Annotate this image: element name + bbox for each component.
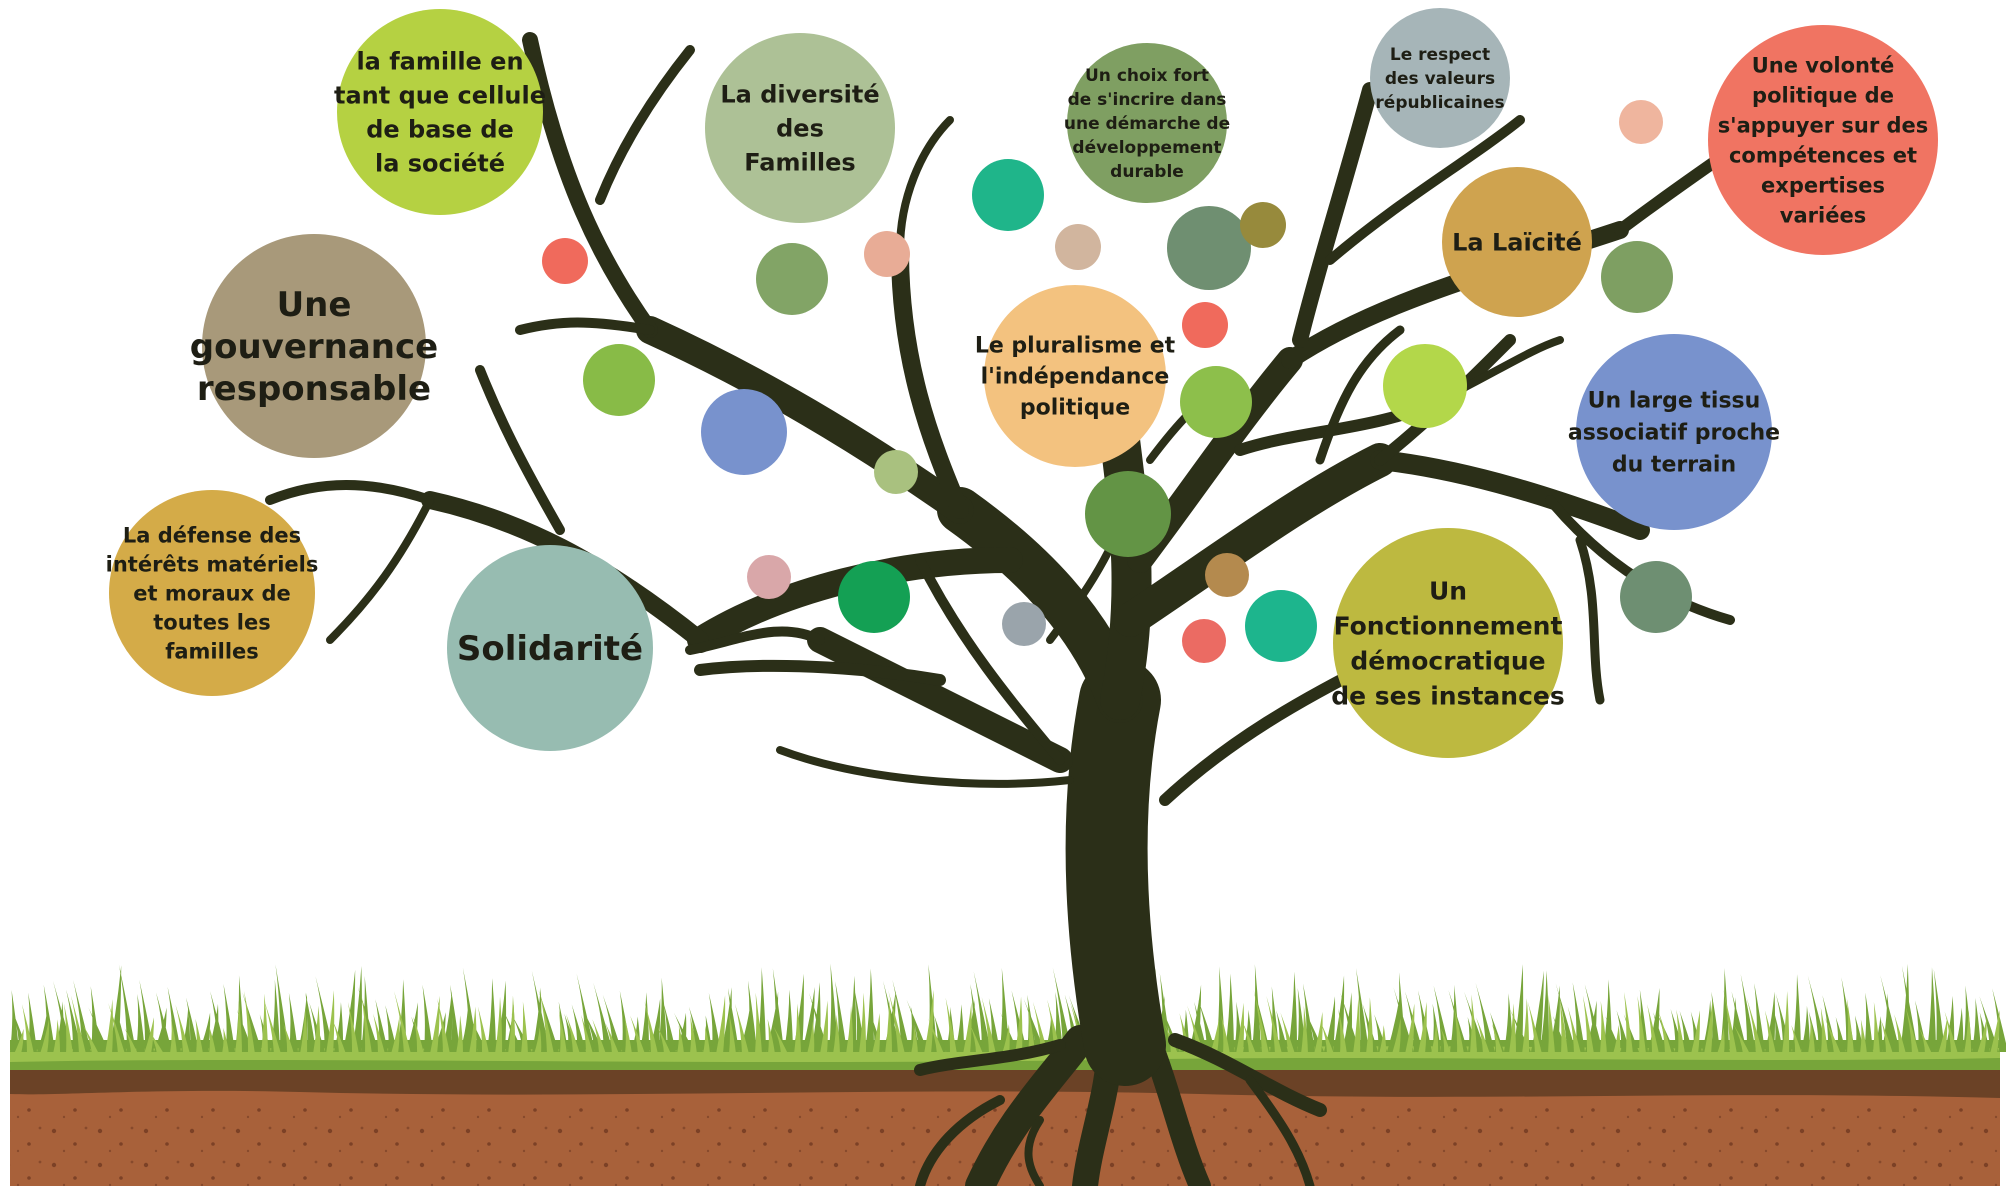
bubble-circle [1067,43,1227,203]
decor-dot [542,238,588,284]
bubble-label-line: Un choix fort [1085,66,1209,86]
bubble-label-line: Un large tissu [1588,389,1761,414]
bubble-label-line: expertises [1761,173,1885,197]
bubble-label-line: La Laïcité [1452,228,1582,256]
value-bubble-volonte: Une volonté politique de s'appuyer sur des… [1708,25,1938,255]
decor-dot [1085,471,1171,557]
bubble-label-line: une démarche de [1064,114,1230,134]
bubble-label-line: durable [1110,162,1184,182]
bubble-circle [109,490,315,696]
bubble-label-line: s'appuyer sur des [1718,113,1929,137]
tree-roots [914,1025,1327,1186]
value-bubble-solidarite: Solidarité [447,545,653,751]
value-bubbles: la famille en tant que cellule de base de l… [106,8,1938,758]
decor-dot [1180,366,1252,438]
bubble-label-line: familles [165,639,259,663]
bubble-label-line: politique de [1752,83,1894,107]
grass-blades [10,963,2006,1054]
value-bubble-pluralisme: Le pluralisme et l'indépendance politique [975,285,1176,467]
bubble-label-line: associatif proche [1568,421,1780,446]
bubble-label-line: Une volonté [1752,53,1895,77]
decor-dot [1167,206,1251,290]
bubble-label-line: Fonctionnement [1334,611,1563,640]
bubble-circle [1442,167,1592,317]
bubble-label-line: toutes les [153,610,270,634]
decor-dot [874,450,918,494]
bubble-label-line: La défense des [123,523,301,547]
bubble-label-line: et moraux de [133,581,291,605]
bubble-label-line: politique [1020,396,1130,421]
bubble-label-line: des valeurs [1385,69,1495,89]
bubble-label-line: de s'incrire dans [1068,90,1227,110]
bubble-label-line: du terrain [1612,453,1736,478]
bubble-label-line: La diversité [720,80,879,108]
decor-dot [1619,100,1663,144]
value-bubble-durable: Un choix fort de s'incrire dans une démarc… [1064,43,1230,203]
decor-dot [1383,344,1467,428]
decor-dot [972,159,1044,231]
decor-dot [1245,590,1317,662]
bubble-label-line: Familles [744,148,855,176]
value-bubble-tissu: Un large tissu associatif proche du terrai… [1568,334,1780,530]
bubble-label-line: développement [1072,138,1221,158]
grass-blade-set-light [14,989,2000,1054]
decor-dot [838,561,910,633]
value-bubble-laicite: La Laïcité [1442,167,1592,317]
bubble-label-line: républicaines [1375,93,1504,113]
decor-dot [1182,302,1228,348]
value-bubble-famille: la famille en tant que cellule de base de l… [334,9,546,215]
decor-dot [1055,224,1101,270]
bubble-label-line: intérêts matériels [106,552,319,576]
bubble-label-line: Le pluralisme et [975,334,1176,359]
decor-dot [1240,202,1286,248]
decor-dot [1182,619,1226,663]
bubble-label-line: responsable [197,369,431,409]
bubble-label-line: de ses instances [1331,681,1565,710]
bubble-label-line: l'indépendance [981,365,1170,390]
decor-dot [701,389,787,475]
soil-top-band [10,1066,2000,1098]
bubble-label-line: Une [277,285,352,325]
bubble-label-line: variées [1780,203,1866,227]
bubble-label-line: tant que cellule [334,81,546,109]
bubble-circle [1708,25,1938,255]
bubble-label-line: Un [1429,576,1467,605]
decor-dot [1002,602,1046,646]
bubble-circle [1370,8,1510,148]
bubble-label-line: des [776,114,824,142]
bubble-label-line: compétences et [1729,143,1917,167]
decor-dot [747,555,791,599]
decor-dot [583,344,655,416]
bubble-label-line: Le respect [1390,45,1490,65]
bubble-label-line: de base de [366,115,514,143]
bubble-circle [984,285,1166,467]
bubble-circle [1333,528,1563,758]
decor-dot [1601,241,1673,313]
bubble-circle [1576,334,1772,530]
tree-branches [265,32,1886,1086]
bubble-circle [337,9,543,215]
bubble-label-line: la société [375,149,505,177]
value-bubble-defense: La défense des intérêts matériels et morau… [106,490,319,696]
bubble-circle [705,33,895,223]
decor-dot [1620,561,1692,633]
bubble-circle [447,545,653,751]
decorative-dots [542,100,1692,663]
decor-dot [864,231,910,277]
decor-dot [756,243,828,315]
bubble-label-line: la famille en [356,47,523,75]
bubble-label-line: démocratique [1350,646,1545,675]
grass-blade-set [10,963,2006,1052]
decor-dot [1205,553,1249,597]
bubble-label-line: Solidarité [457,629,643,669]
bubble-label-line: gouvernance [190,327,438,367]
bubble-circle [202,234,426,458]
value-bubble-respect: Le respect des valeurs républicaines [1370,8,1510,148]
